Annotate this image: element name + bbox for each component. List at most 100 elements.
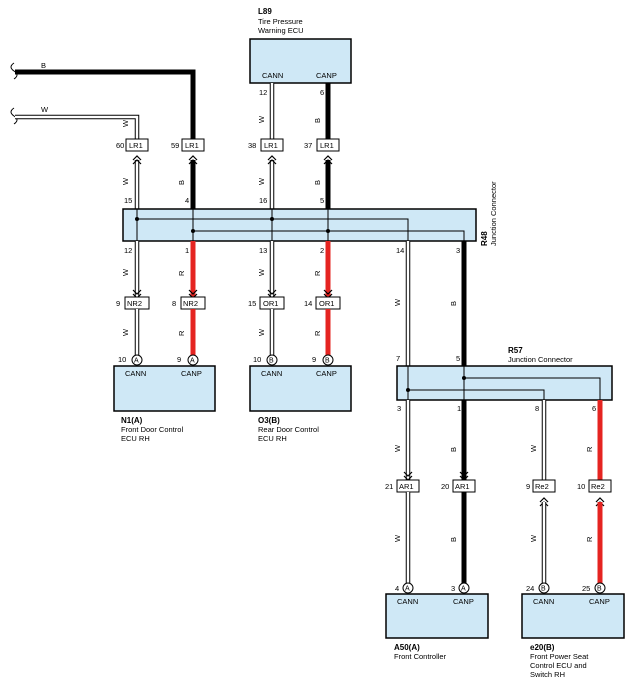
pin-number: 5	[456, 354, 460, 363]
connector-pin: 14	[304, 299, 312, 308]
terminal-number: 9	[312, 355, 316, 364]
pin-label: CANN	[262, 71, 283, 80]
wire-color-label: W	[41, 105, 49, 114]
wire-color-label: W	[257, 328, 266, 336]
connector-re2-10: 10 Re2	[577, 479, 612, 493]
pin-label: CANN	[125, 369, 146, 378]
terminal-number: 4	[395, 584, 399, 593]
connector-pin: 60	[116, 141, 124, 150]
wire-color-label: R	[177, 330, 186, 336]
terminal-number: 9	[177, 355, 181, 364]
incoming-wire-w: W	[10, 105, 140, 140]
wire-color-label: W	[257, 268, 266, 276]
wire-color-label: B	[449, 447, 458, 452]
wire-color-label: R	[585, 536, 594, 542]
wire-color-label: R	[177, 270, 186, 276]
ecu-name-line: Front Power Seat	[530, 652, 589, 661]
wire-color-label: W	[121, 268, 130, 276]
connector-or1-15: 15 OR1	[248, 296, 285, 310]
connector-label: NR2	[183, 299, 198, 308]
pin-number: 3	[456, 246, 460, 255]
incoming-wire-b: B	[10, 61, 196, 140]
wire-color-label: W	[257, 177, 266, 185]
connector-label: Re2	[535, 482, 549, 491]
connector-lr1-59: 59 LR1	[171, 138, 205, 152]
connector-pin: 37	[304, 141, 312, 150]
connector-ar1-20: 20 AR1	[441, 479, 476, 493]
terminal-letter: A	[461, 586, 466, 593]
connector-label: OR1	[263, 299, 278, 308]
junction-name: Junction Connector	[489, 181, 498, 246]
connector-pin: 59	[171, 141, 179, 150]
connector-pin: 8	[172, 299, 176, 308]
connector-label: OR1	[319, 299, 334, 308]
connector-pin: 9	[526, 482, 530, 491]
terminal-letter: A	[190, 358, 195, 365]
ecu-l89: L89 Tire Pressure Warning ECU CANN CANP	[249, 7, 352, 84]
ecu-e20: 24 B 25 B CANN CANP e20(B) Front Power S…	[521, 582, 625, 679]
ecu-name-line: Front Controller	[394, 652, 447, 661]
terminal-letter: A	[134, 358, 139, 365]
wire-color-label: B	[41, 61, 46, 70]
connector-lr1-38: 38 LR1	[248, 138, 284, 152]
pin-label: CANN	[397, 597, 418, 606]
pin-number: 15	[124, 196, 132, 205]
pin-label: CANN	[261, 369, 282, 378]
wire-color-label: W	[393, 444, 402, 452]
connector-lr1-37: 37 LR1	[304, 138, 340, 152]
connector-label: LR1	[264, 141, 278, 150]
connector-pin: 38	[248, 141, 256, 150]
wire-color-label: B	[313, 180, 322, 185]
pin-label: CANP	[181, 369, 202, 378]
pin-number: 13	[259, 246, 267, 255]
connector-ar1-21: 21 AR1	[385, 479, 420, 493]
pin-number: 12	[124, 246, 132, 255]
ecu-name-line: Tire Pressure	[258, 17, 303, 26]
wire-color-label: R	[313, 270, 322, 276]
connector-pin: 10	[577, 482, 585, 491]
ecu-a50: 4 A 3 A CANN CANP A50(A) Front Controlle…	[385, 582, 489, 661]
wire-color-label: B	[449, 301, 458, 306]
ecu-code: L89	[258, 7, 272, 16]
pin-number: 6	[320, 88, 324, 97]
connector-nr2-8: 8 NR2	[172, 296, 206, 310]
connector-nr2-9: 9 NR2	[116, 296, 150, 310]
connector-pin: 15	[248, 299, 256, 308]
ecu-name-line: Control ECU and	[530, 661, 587, 670]
connector-pin: 21	[385, 482, 393, 491]
pin-number: 7	[396, 354, 400, 363]
junction-code: R48	[480, 231, 489, 246]
terminal-number: 24	[526, 584, 534, 593]
pin-number: 3	[397, 404, 401, 413]
wire-color-label: W	[257, 115, 266, 123]
terminal-letter: B	[325, 358, 330, 365]
connector-pin: 9	[116, 299, 120, 308]
ecu-code: N1(A)	[121, 416, 143, 425]
wire-color-label: W	[529, 534, 538, 542]
ecu-name-line: Switch RH	[530, 670, 565, 679]
wire-color-label: R	[313, 330, 322, 336]
pin-number: 1	[185, 246, 189, 255]
pin-number: 2	[320, 246, 324, 255]
connector-label: AR1	[455, 482, 470, 491]
pin-number: 14	[396, 246, 404, 255]
wire-color-label: B	[177, 180, 186, 185]
terminal-number: 25	[582, 584, 590, 593]
wire-color-label: W	[121, 119, 130, 127]
pin-label: CANP	[589, 597, 610, 606]
wire-color-label: B	[449, 537, 458, 542]
connector-lr1-60: 60 LR1	[116, 138, 149, 152]
terminal-letter: B	[597, 586, 602, 593]
pin-number: 1	[457, 404, 461, 413]
junction-code: R57	[508, 346, 523, 355]
pin-label: CANN	[533, 597, 554, 606]
terminal-letter: B	[541, 586, 546, 593]
pin-number: 12	[259, 88, 267, 97]
ecu-code: e20(B)	[530, 643, 555, 652]
junction-r48: R48 Junction Connector	[122, 181, 498, 246]
terminal-number: 10	[253, 355, 261, 364]
connector-label: LR1	[320, 141, 334, 150]
ecu-name-line: ECU RH	[121, 434, 150, 443]
wire-color-label: W	[393, 534, 402, 542]
